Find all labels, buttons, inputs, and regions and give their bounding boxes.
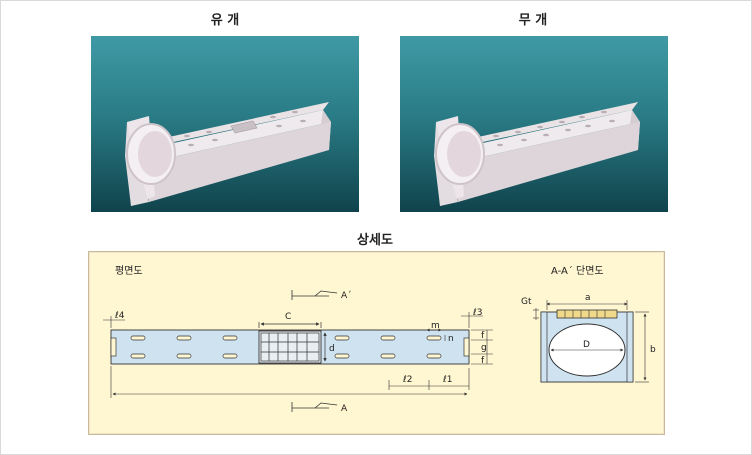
concrete-channel-illustration (125, 102, 331, 206)
label-c: C (285, 312, 291, 322)
label-g: g (481, 343, 487, 353)
label-d: d (329, 344, 335, 354)
label-D: D (583, 340, 590, 350)
label-a-prime: A´ (341, 290, 352, 301)
label-m: m (431, 321, 440, 331)
dimension-l4 (103, 316, 125, 328)
label-a-width: a (585, 293, 591, 303)
section-marker-bottom (291, 402, 338, 412)
label-l2: ℓ2 (402, 375, 412, 385)
label-l1: ℓ1 (442, 375, 452, 385)
dimension-a (546, 300, 628, 310)
label-l3: ℓ3 (472, 308, 482, 318)
label-f-top: f (481, 331, 485, 341)
cross-section (540, 309, 634, 383)
dimension-f-g-f (471, 329, 493, 365)
concrete-channel-illustration (434, 102, 640, 206)
photo-channel-with-cover (91, 36, 359, 212)
dimension-l2-l1 (388, 368, 470, 390)
label-l4: ℓ4 (114, 311, 125, 321)
caption-without-cover: 무 개 (518, 13, 548, 28)
section-marker-top (291, 290, 338, 300)
plan-view-title: 평면도 (115, 265, 143, 277)
label-gt: Gt (521, 297, 532, 307)
dimension-b (635, 311, 649, 383)
photo-channel-without-cover (400, 36, 668, 212)
dimension-m-n (426, 328, 446, 341)
right-end-notch (463, 337, 470, 357)
label-n: n (448, 334, 454, 344)
dimension-c (258, 322, 322, 328)
label-b: b (650, 345, 656, 355)
slot-holes (130, 335, 442, 359)
caption-detail: 상세도 (357, 233, 393, 248)
section-view-title: A-A´ 단면도 (551, 265, 604, 277)
grate-cover (258, 330, 322, 364)
dimension-gt (533, 308, 539, 320)
technical-drawing: 평면도 A-A´ 단면도 A´ (103, 265, 656, 414)
label-f-bottom: f (481, 356, 485, 366)
detail-drawing: 평면도 A-A´ 단면도 A´ (88, 251, 665, 435)
left-end-notch (110, 337, 117, 357)
label-a: A (341, 404, 348, 414)
dimension-overall-length (110, 366, 468, 398)
dimension-l3 (461, 312, 483, 328)
caption-with-cover: 유 개 (210, 13, 240, 28)
